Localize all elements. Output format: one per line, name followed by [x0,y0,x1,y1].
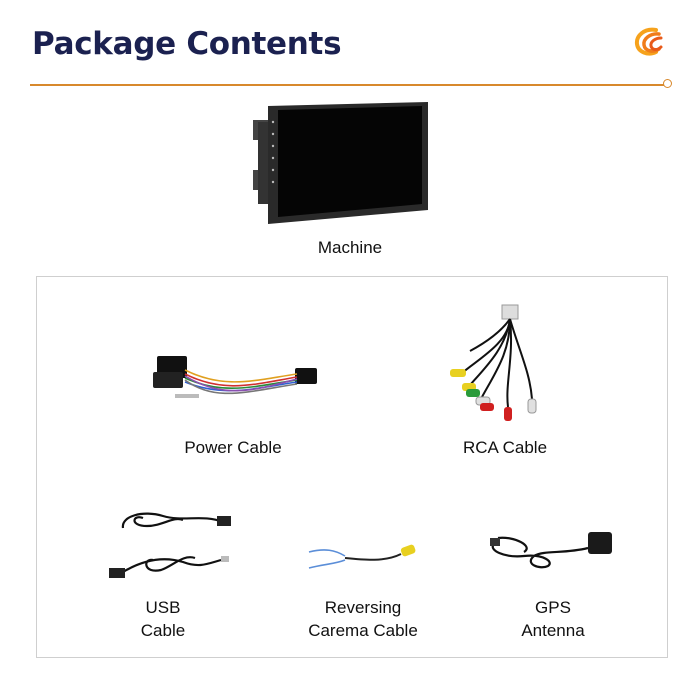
header-divider [30,84,664,86]
divider-end-dot [663,79,672,88]
power-cable-image [153,356,317,398]
gps-antenna-image [490,532,612,569]
brand-logo-icon [634,27,663,56]
reversing-camera-cable-label-line1: Reversing [324,598,402,617]
usb-cable-label-line1: USB [145,598,181,617]
reversing-camera-cable-label-line2: Carema Cable [308,621,418,640]
rca-cable-image [450,304,537,421]
usb-cable-label-line2: Cable [140,621,186,640]
reversing-camera-cable-image [308,544,416,569]
gps-antenna-label-line2: Antenna [521,621,585,640]
rca-cable-label: RCA Cable [462,438,548,457]
gps-antenna-label-line1: GPS [535,598,571,617]
machine-image [253,102,428,224]
page-title: Package Contents [32,26,342,62]
machine-label: Machine [317,238,383,257]
accessories-panel [36,276,668,658]
usb-cable-image [109,512,231,578]
power-cable-label: Power Cable [184,438,282,457]
